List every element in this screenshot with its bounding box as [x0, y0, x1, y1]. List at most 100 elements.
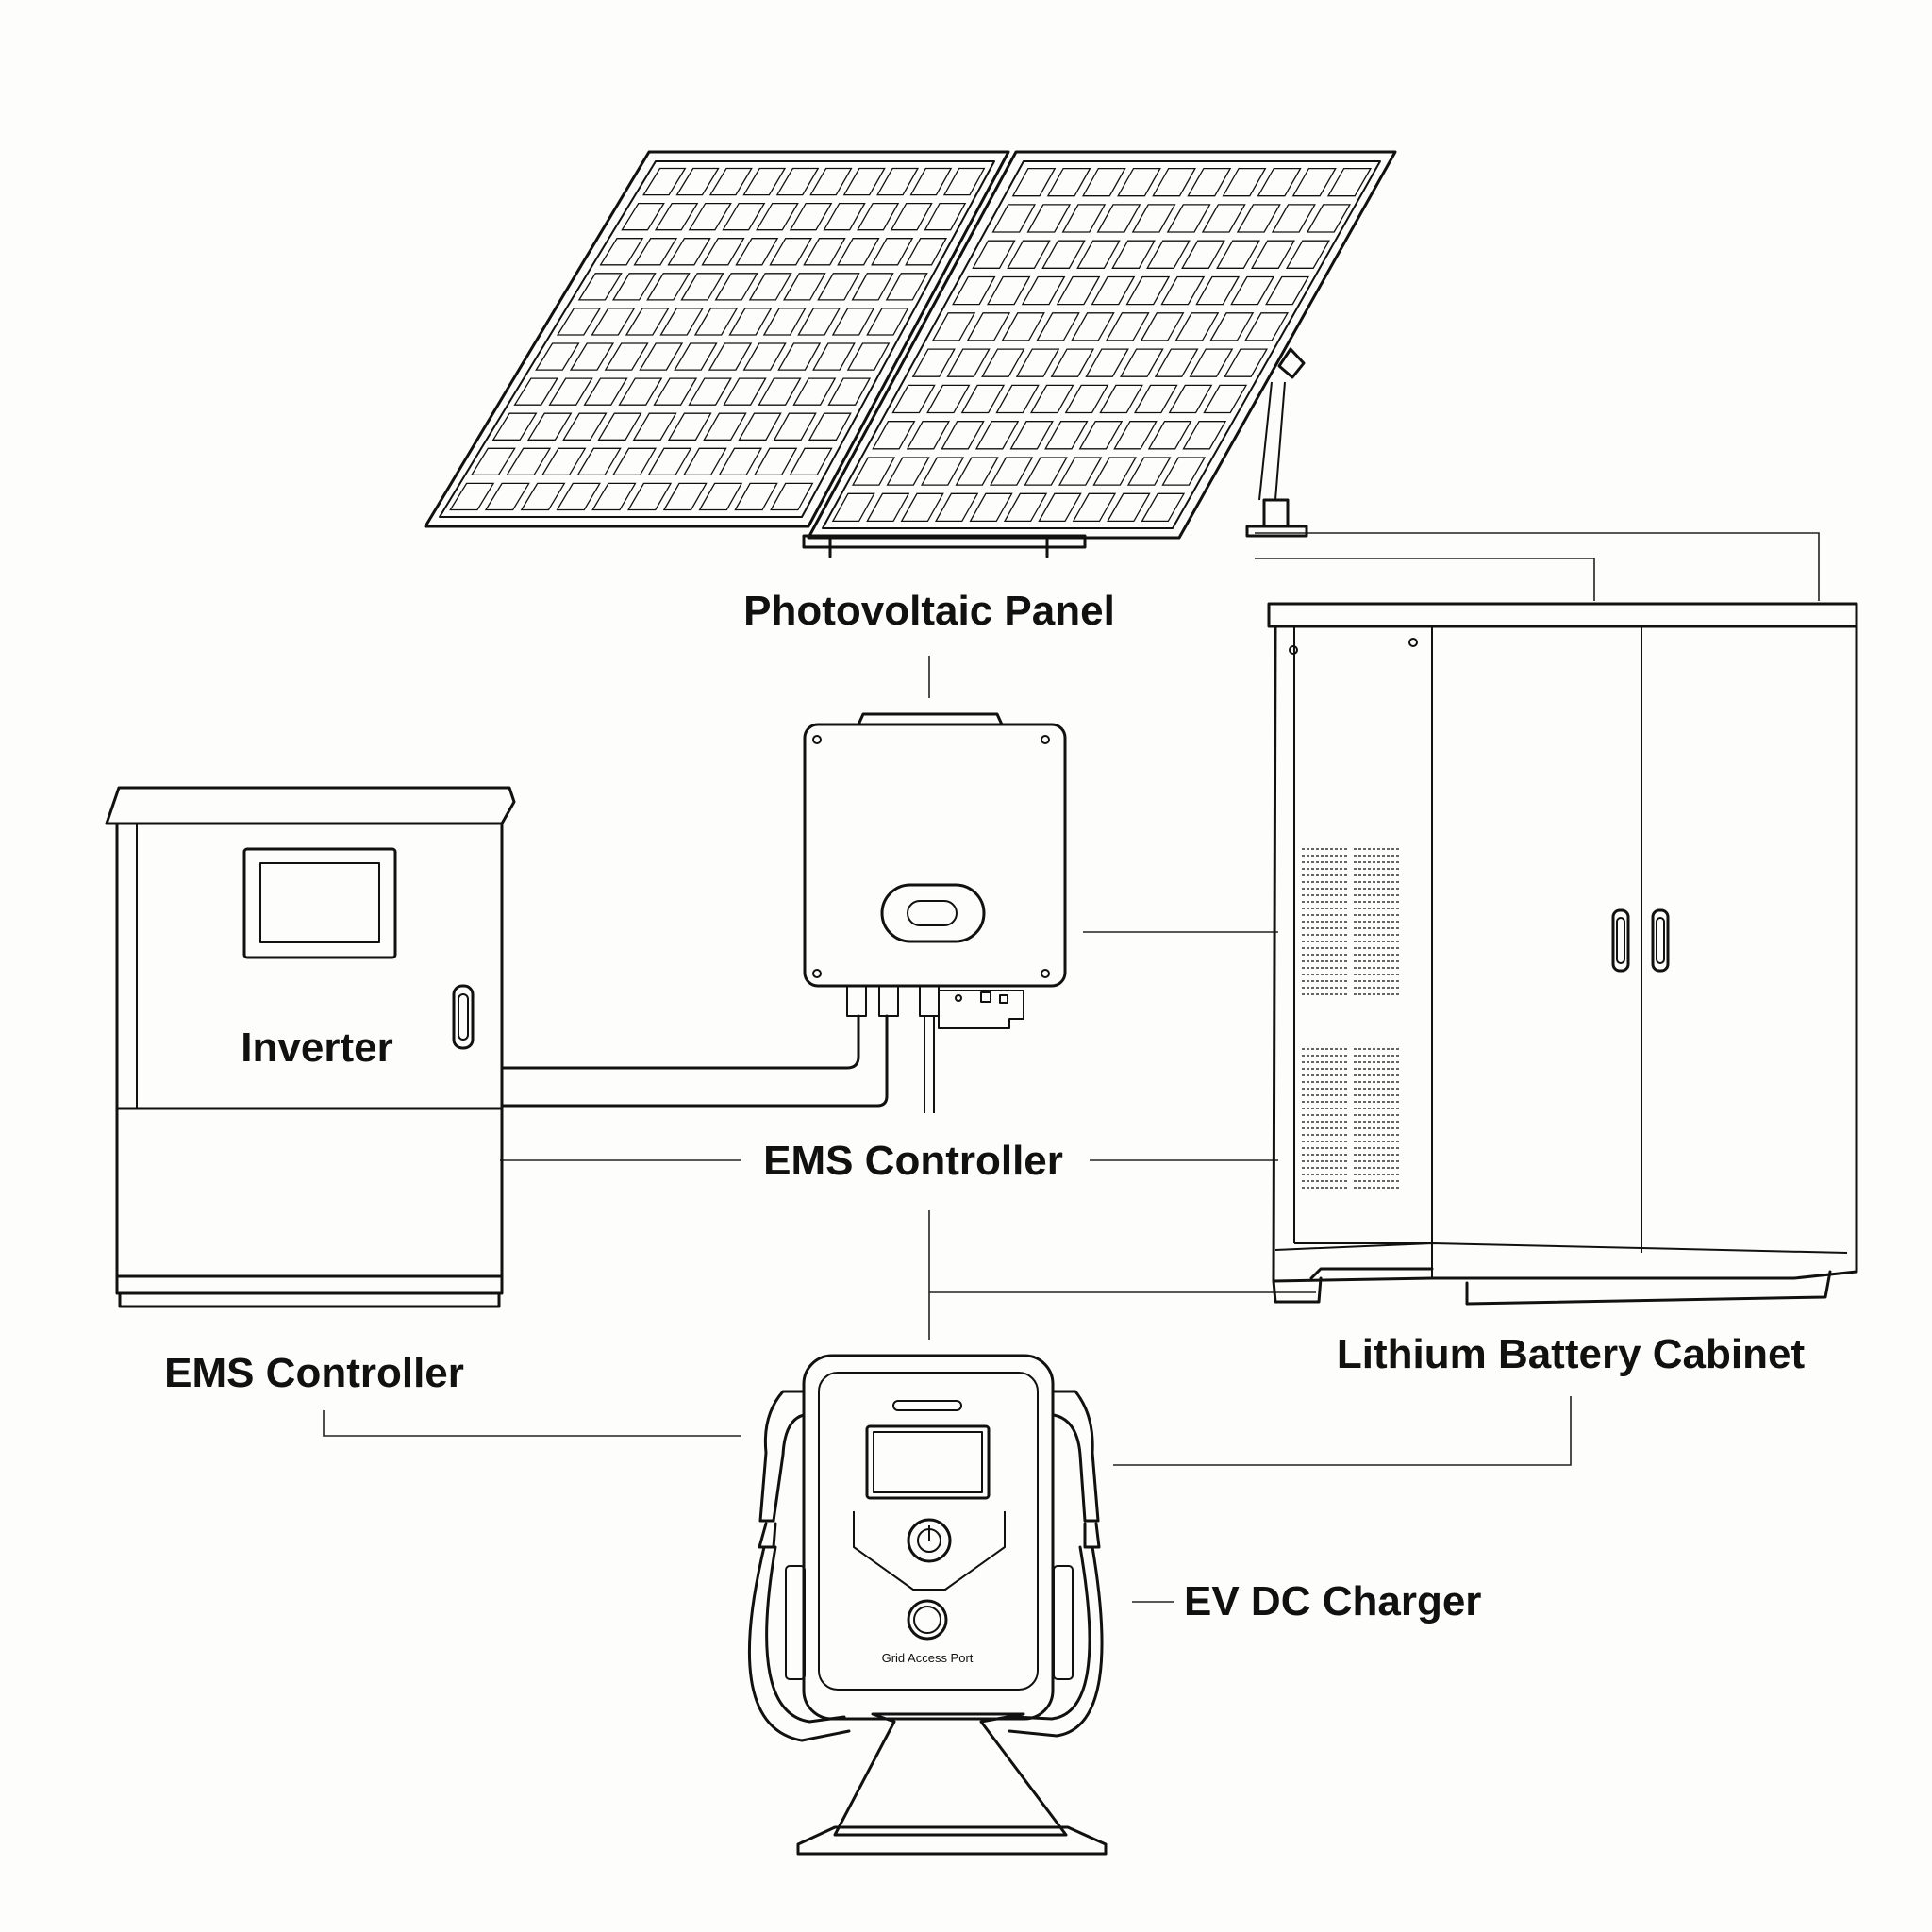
solar-right-cell: [1257, 167, 1302, 197]
solar-right-cell: [1160, 275, 1206, 306]
solar-left-cell: [792, 377, 837, 406]
solar-right-cell: [1024, 457, 1068, 486]
solar-right-cell: [900, 492, 944, 523]
solar-right-cell: [1285, 240, 1331, 269]
solar-right-cell: [986, 275, 1031, 306]
solar-right-cell: [1003, 492, 1048, 523]
solar-right-cell: [1236, 204, 1281, 233]
battery-vent-grilles: [1302, 848, 1401, 1189]
solar-left-cell: [659, 308, 704, 336]
solar-right-cell: [981, 348, 1025, 377]
solar-right-cell: [1078, 421, 1124, 450]
solar-left-cell: [803, 238, 846, 266]
solar-left-cell: [513, 377, 558, 406]
solar-left-cell: [769, 238, 813, 266]
solar-right-cell: [1182, 421, 1227, 450]
solar-right-cell: [1071, 312, 1115, 341]
label-ems-controller-center: EMS Controller: [763, 1138, 1063, 1184]
solar-left-cell: [599, 238, 644, 266]
solar-left-cell: [909, 167, 953, 196]
solar-left-cell: [604, 342, 649, 371]
solar-right-cell: [1064, 384, 1109, 414]
solar-left-cell: [653, 377, 698, 406]
solar-left-cell: [885, 273, 928, 301]
panel-support: [802, 347, 1308, 558]
solar-right-cell: [1041, 240, 1086, 269]
solar-left-cell: [693, 308, 739, 336]
solar-left-cell: [675, 167, 720, 196]
solar-right-cell: [1126, 457, 1172, 486]
solar-right-cell: [1201, 204, 1246, 233]
solar-left-cell: [449, 482, 495, 511]
solar-right-cell: [891, 384, 936, 414]
solar-right-cell: [969, 492, 1013, 523]
solar-left-cell: [866, 308, 909, 336]
solar-right-cell: [1195, 275, 1241, 306]
solar-right-cell: [1265, 275, 1310, 306]
solar-left-cell: [871, 238, 914, 266]
solar-left-cell: [698, 482, 743, 511]
solar-right-cell: [1107, 492, 1151, 523]
solar-left-cell: [842, 167, 886, 196]
inverter-cable: [500, 1014, 889, 1108]
solar-left-cell: [846, 342, 891, 371]
solar-right-cell: [906, 421, 951, 450]
solar-right-cell: [1119, 348, 1164, 377]
solar-left-cell: [708, 342, 753, 371]
solar-right-cell: [886, 457, 930, 486]
solar-left-cell: [758, 377, 802, 406]
solar-right-cell: [1009, 421, 1054, 450]
solar-right-cell: [1092, 457, 1138, 486]
solar-right-cell: [1036, 312, 1080, 341]
solar-left-cell: [621, 202, 665, 231]
solar-right-cell: [1076, 240, 1121, 269]
solar-left-cell: [667, 412, 712, 441]
solar-left-cell: [535, 342, 580, 371]
solar-right-cell: [1141, 492, 1186, 523]
solar-right-cell: [1099, 384, 1143, 414]
solar-right-cell: [1061, 204, 1107, 233]
solar-right-cell: [1250, 240, 1296, 269]
solar-left-cell: [688, 202, 732, 231]
solar-right-cell: [960, 384, 1006, 414]
inverter-cabinet: [105, 786, 516, 1308]
ems-terminals: [846, 985, 1024, 1113]
solar-left-cell: [633, 238, 678, 266]
grid-access-port-text: Grid Access Port: [882, 1651, 974, 1665]
solar-left-cell: [654, 202, 699, 231]
solar-right-cell: [1152, 167, 1197, 197]
solar-right-cell: [1058, 457, 1103, 486]
label-photovoltaic-panel: Photovoltaic Panel: [743, 588, 1115, 634]
solar-left-cell: [548, 377, 593, 406]
solar-right-cell: [851, 457, 896, 486]
solar-right-cell: [995, 384, 1040, 414]
solar-left-cell: [674, 342, 718, 371]
solar-left-cell: [809, 167, 853, 196]
solar-left-cell: [682, 447, 727, 476]
label-inverter: Inverter: [241, 1024, 392, 1071]
solar-right-cell: [1154, 348, 1199, 377]
solar-right-cell: [1222, 167, 1267, 197]
solar-right-cell: [1326, 167, 1373, 197]
solar-left-cell: [890, 202, 933, 231]
solar-left-cell: [753, 447, 798, 476]
label-lithium-battery-cabinet: Lithium Battery Cabinet: [1337, 1331, 1806, 1377]
solar-right-cell: [1011, 167, 1057, 197]
solar-left-cell: [484, 482, 530, 511]
solar-left-cell: [556, 482, 601, 511]
solar-right-cell: [1111, 240, 1156, 269]
ems-controller-unit: [803, 712, 1067, 1113]
solar-left-cell: [789, 447, 833, 476]
solar-left-cell: [942, 167, 986, 196]
solar-left-cell: [611, 273, 657, 301]
solar-left-cell: [639, 342, 684, 371]
solar-left-cell: [597, 412, 642, 441]
solar-right-cell: [1117, 167, 1161, 197]
solar-left-cell: [773, 412, 817, 441]
solar-right-cell: [1125, 275, 1171, 306]
connection-lines: [323, 532, 1820, 1603]
solar-right-cell: [955, 457, 999, 486]
solar-right-cell: [974, 421, 1020, 450]
solar-left-cell: [748, 273, 792, 301]
